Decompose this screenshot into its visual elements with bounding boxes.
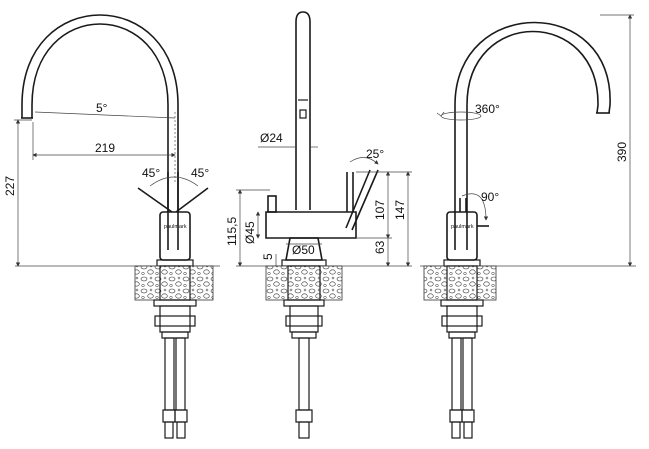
left-brand: paulmark [164, 224, 187, 230]
front-hose [298, 337, 310, 411]
right-threaded-rod [446, 305, 478, 333]
right-washer [448, 331, 476, 339]
front-body [265, 211, 357, 239]
right-nut-2 [441, 315, 483, 327]
left-tilt-line [34, 111, 176, 119]
left-nut-1 [153, 299, 197, 307]
left-swing-arc [149, 176, 199, 187]
left-spout-inner [31, 23, 169, 250]
right-nut-1 [440, 299, 484, 307]
left-tilt-label: 5° [96, 101, 108, 115]
front-total-lever-height-label: 147 [393, 200, 407, 220]
right-view: 360° 390 paulmark 90° [420, 14, 636, 439]
right-base [443, 259, 481, 267]
right-counter-stone [423, 265, 497, 301]
front-lever-tilted-2 [345, 169, 371, 229]
left-height-label: 227 [3, 176, 17, 196]
front-base-plate [281, 259, 327, 267]
front-base-diameter-label: Ø50 [292, 243, 315, 257]
right-lever-turn-label: 90° [481, 190, 499, 204]
left-swing-right-label: 45° [191, 166, 209, 180]
left-hose-b [175, 337, 186, 411]
left-hose-end-a [164, 421, 174, 439]
left-spout-outer [21, 14, 179, 250]
front-threaded-rod [289, 305, 319, 333]
left-lever-swing-a [137, 187, 173, 213]
front-spout-diameter-label: Ø24 [260, 131, 283, 145]
right-hose-end-a [451, 421, 461, 439]
front-nut-1 [283, 299, 325, 307]
left-hose-end-b [176, 421, 186, 439]
right-hose-nut-b [461, 409, 475, 423]
right-body [446, 211, 478, 261]
left-hose-a [164, 337, 175, 411]
front-hose-nut [295, 409, 313, 423]
front-lever-tilted [351, 169, 379, 231]
left-counter-stone [134, 265, 214, 301]
front-pivot-height-label: 63 [373, 240, 387, 254]
front-lever-angle-label: 25° [366, 147, 384, 161]
front-nut-2 [285, 315, 323, 327]
front-counter-stone [265, 265, 343, 301]
right-brand: paulmark [451, 224, 474, 230]
right-hose-end-b [463, 421, 473, 439]
right-height-label: 390 [615, 142, 629, 162]
left-reach-label: 219 [95, 141, 115, 155]
front-washer [291, 331, 317, 339]
left-base [156, 259, 194, 267]
right-lever-turn-arc [461, 193, 489, 221]
right-hose-a [451, 337, 462, 411]
left-view: 5° 219 45° 45° paulmark 227 [3, 14, 220, 439]
right-spout-outer [454, 21, 611, 250]
left-lever-swing-b [175, 187, 209, 213]
front-base-offset-label: 5 [261, 253, 275, 260]
right-hose-b [462, 337, 473, 411]
left-washer [161, 331, 189, 339]
front-lever-arc [349, 157, 379, 165]
front-body-diameter-label: Ø45 [243, 221, 257, 244]
right-rotation-label: 360° [475, 102, 500, 116]
left-threaded-rod [159, 305, 191, 333]
front-view: Ø24 25° Ø50 115,5 Ø45 5 107 147 [225, 11, 412, 439]
right-spout-inner [466, 30, 599, 250]
front-side-knob [267, 195, 277, 213]
left-body [159, 211, 191, 261]
right-rotation-arrow [436, 111, 445, 117]
front-spout [295, 11, 311, 210]
left-hose-nut-a [162, 409, 176, 423]
left-hose-nut-b [174, 409, 188, 423]
front-spout-mark [299, 109, 307, 119]
left-nut-2 [154, 315, 196, 327]
right-hose-nut-a [449, 409, 463, 423]
left-swing-left-label: 45° [142, 166, 160, 180]
front-body-height-label: 115,5 [225, 217, 239, 246]
front-hose-end [298, 421, 310, 439]
front-lever-height-label: 107 [373, 200, 387, 220]
